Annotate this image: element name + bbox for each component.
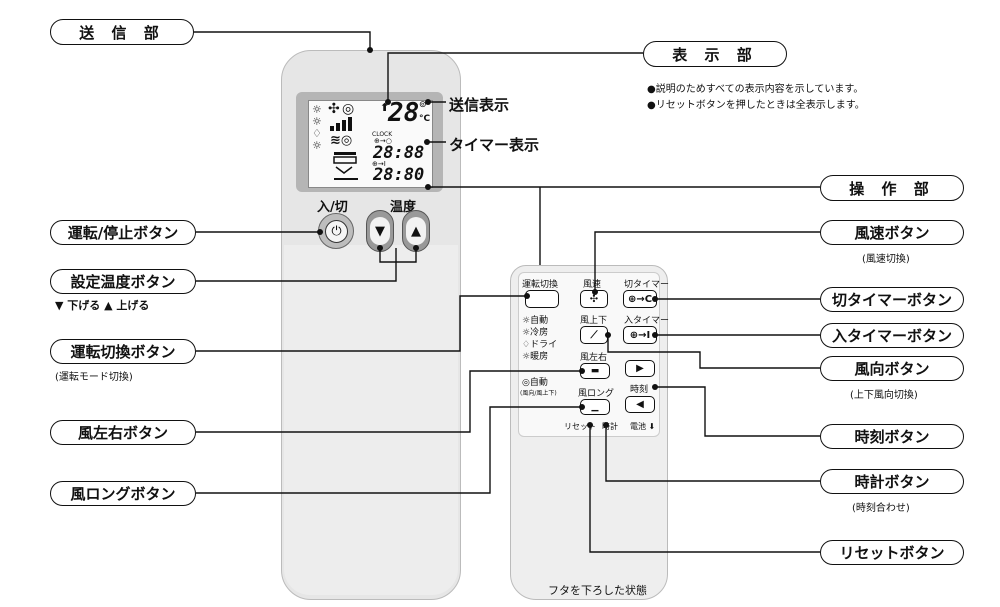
lcd-clock-label: CLOCK [372,131,393,138]
off-timer-button-label: ⊕→C [627,293,653,305]
caption: フタを下ろした状態 [548,584,647,597]
remote-lower-band [284,245,458,595]
lcd-unit: °C [419,114,431,124]
louver-icon: ▬ [590,366,600,376]
direction-button-note: (上下風向切換) [850,390,918,401]
swing-lr-button-label: 風左右ボタン [50,420,196,445]
off-timer-button-label: 切タイマーボタン [820,287,964,312]
updown-icon: ⟋ [590,329,598,341]
reset-label: リセット [564,422,596,431]
mode-cool: ☼冷房 [522,328,549,338]
mode-button-label: 運転切換ボタン [50,339,196,364]
long-airflow-icon: ▁ [591,402,599,412]
lcd-time-2: 28:80 [373,165,425,185]
transmitter-section-label: 送 信 部 [50,19,194,45]
arrow-left-icon: ◀ [636,399,644,410]
temp-button-label: 設定温度ボタン [50,269,196,294]
fan-button-note: (風速切換) [862,254,910,265]
time-down-button[interactable]: ◀ [625,396,655,413]
auto-swing-note: (風向/風上下) [520,390,557,397]
on-timer-label: 入タイマー [624,316,670,326]
send-indicator-label: 送信表示 [449,96,510,114]
updown-label: 風上下 [580,316,608,326]
louver-icon [332,152,360,182]
lcd-time-1: 28:88 [373,143,425,163]
mode-heat: ☼暖房 [522,352,549,362]
long-button-label: 風ロングボタン [50,481,196,506]
lcd-timer-icon: ⊕→○ [374,137,392,145]
display-note-1: ●説明のためすべての表示内容を示しています。 [647,84,864,95]
fan-icon: ✣ [328,101,340,117]
fan-button-label: 風速ボタン [820,220,964,245]
time-label: 時刻 [630,385,649,395]
display-note-2: ●リセットボタンを押したときは全表示します。 [647,100,865,111]
arrow-down-icon: ⬇ [646,422,656,431]
lr-label: 風左右 [580,353,608,363]
mode-label: 運転切換 [522,280,559,290]
on-timer-button-label: ⊕→I [629,329,651,341]
battery-label: 電池 ⬇ [630,422,656,431]
auto-swing: ◎自動 [522,378,548,388]
display-section-label: 表 示 部 [643,41,787,67]
updown-button[interactable]: ⟋ [580,326,608,344]
time-up-button[interactable]: ▶ [625,360,655,377]
signal-icon: ⊚ [419,100,427,110]
power-label: 入/切 [317,200,348,215]
lcd-temperature: 28 [388,98,420,128]
time-button-label: 時刻ボタン [820,424,964,449]
lcd-timer-icon-2: ⊕→I [372,160,386,168]
direction-button-label: 風向ボタン [820,356,964,381]
reset-button-label: リセットボタン [820,540,964,565]
power-button-face: ⏻ [325,220,348,243]
power-button[interactable]: ⏻ [318,213,354,249]
temp-button-note: ▼ 下げる ▲ 上げる [55,299,150,312]
mode-button-note: (運転モード切換) [55,372,133,383]
long-label: 風ロング [578,389,615,399]
mode-auto: ☼自動 [522,316,549,326]
fan-icon: ✣ [589,293,599,305]
fan-label: 風速 [583,280,602,290]
fan-level-icon [330,116,356,131]
on-timer-button[interactable]: ⊕→I [623,326,657,344]
mode-dry: ♢ドライ [522,340,558,350]
lcd-mode-icons: ☼☼♢☼ [312,103,322,152]
operation-section-label: 操 作 部 [820,175,964,201]
off-timer-label: 切タイマー [624,280,670,290]
swing-icon: ◎ [342,101,355,117]
power-button-label: 運転/停止ボタン [50,220,196,245]
clock-label: 時計 [602,422,618,431]
clock-button-label: 時計ボタン [820,469,964,494]
arrow-down-icon: ▼ [370,217,390,245]
send-icon: ⬆ [380,101,390,114]
on-timer-button-label: 入タイマーボタン [820,323,964,348]
mode-button[interactable] [525,290,559,308]
arrow-up-icon: ▲ [406,217,426,245]
clock-button-note: (時刻合わせ) [852,503,910,514]
lcd-screen [308,100,433,188]
airflow-icon: ≋◎ [330,133,353,148]
arrow-right-icon: ▶ [636,363,644,374]
timer-indicator-label: タイマー表示 [449,136,540,154]
